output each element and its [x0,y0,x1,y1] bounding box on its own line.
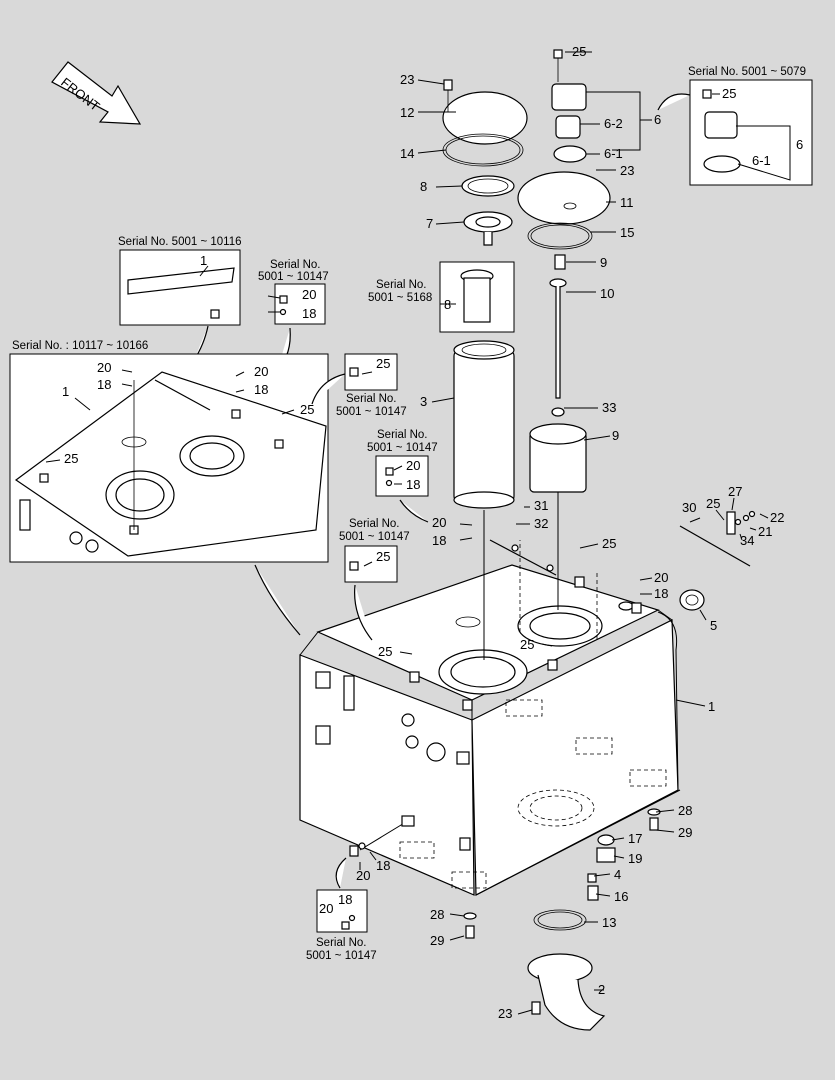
serial-note-mid2-b: 5001 ~ 10147 [367,442,438,454]
callout-20-box-a: 18 [302,306,316,321]
callout-21: 19 [628,851,642,866]
detail-box-27-b [344,545,398,641]
callout-27-box-d: 25 [64,451,78,466]
callout-15: 13 [602,915,616,930]
bottom-parts [349,808,661,1031]
callout-29: 27 [728,484,742,499]
callout-35: 33 [602,400,616,415]
leader-lines [45,51,791,1015]
return-filter-stack [442,79,528,660]
callout-20-right: 18 [654,586,668,601]
callout-1-box-b: 1 [62,384,69,399]
callout-31-bottom: 29 [430,933,444,948]
callout-4: 4 [614,867,621,882]
callout-22-box-f: 20 [406,458,420,473]
serial-note-mid-b: 5001 ~ 10147 [336,406,407,418]
callout-10: 8 [420,179,427,194]
serial-note-bottom-a: Serial No. [316,937,367,949]
detail-box-5001-5079 [657,79,813,186]
detail-box-22-20-bottom [316,857,368,933]
part-5-cap [679,589,705,611]
callout-6: 6 [654,112,661,127]
serial-note-mid2-a: Serial No. [377,429,428,441]
part-8-box [439,261,515,333]
callout-34: 32 [534,516,548,531]
callout-22-box-b: 20 [97,360,111,375]
callout-5: 5 [710,618,717,633]
callout-18: 16 [614,889,628,904]
callout-30-bottom: 28 [430,907,444,922]
callout-36: 34 [740,533,754,548]
callout-26-right: 23 [620,163,634,178]
callout-1-main: 1 [708,699,715,714]
callout-24: 22 [770,510,784,525]
callout-22-right: 20 [654,570,668,585]
callout-1-box-a: 1 [200,253,207,268]
callout-30-right: 28 [678,803,692,818]
callout-2: 2 [598,982,605,997]
callout-26-bottom: 23 [498,1006,512,1021]
front-arrow: FRONT [51,61,142,125]
callout-28: 25 [572,44,586,59]
serial-note-5168-b: 5001 ~ 5168 [368,292,432,304]
callout-9-label: 9 [612,428,619,443]
serial-note-5001-10116: Serial No. 5001 ~ 10116 [118,236,242,248]
callout-25-label: 25 [706,496,720,511]
callout-28-box: 25 [722,86,736,101]
callout-26-top: 23 [400,72,414,87]
callout-20-mid: 18 [432,533,446,548]
callout-27-center: 25 [520,637,534,652]
callout-14: 12 [400,105,414,120]
callout-22-bottom: 20 [356,868,370,883]
callout-27-box-g: 25 [376,549,390,564]
callout-27-box-e: 25 [376,356,390,371]
serial-note-top-a: Serial No. [270,259,321,271]
callout-11: 9 [600,255,607,270]
serial-note-low-b: 5001 ~ 10147 [339,531,410,543]
detail-box-5001-10116 [119,249,241,361]
callout-22-box-c: 20 [254,364,268,379]
callout-8-label: 8 [444,297,451,312]
callout-31-right: 29 [678,825,692,840]
callout-20-box-f: 18 [406,477,420,492]
callout-6-2: 6-2 [604,116,623,131]
callout-6-1-box: 6-1 [752,153,771,168]
callout-16: 14 [400,146,414,161]
callout-20-box-h: 18 [338,892,352,907]
callout-6-box: 6 [796,137,803,152]
callout-22-box-h: 20 [319,901,333,916]
callout-7: 7 [426,216,433,231]
hydraulic-tank [299,539,681,896]
serial-note-5168-a: Serial No. [376,279,427,291]
callout-27-left: 25 [378,644,392,659]
callout-20-box-b: 18 [97,377,111,392]
serial-note-low-a: Serial No. [349,518,400,530]
strainer-stack [517,49,611,610]
callout-labels: 25 23 12 6 6-2 14 6-1 23 8 11 7 15 9 10 … [12,44,806,1021]
serial-note-10117-10166: Serial No. : 10117 ~ 10166 [12,340,148,352]
serial-note-5001-5079: Serial No. 5001 ~ 5079 [688,66,806,78]
callout-33: 31 [534,498,548,513]
serial-note-top-b: 5001 ~ 10147 [258,271,329,283]
callout-12: 10 [600,286,614,301]
detail-box-10117-10166 [9,353,329,636]
callout-23: 21 [758,524,772,539]
detail-box-22-20-mid [375,455,429,523]
parts-29-36 [679,510,756,567]
callout-20-box-c: 18 [254,382,268,397]
callout-20-bottom: 18 [376,858,390,873]
serial-note-mid-a: Serial No. [346,393,397,405]
serial-note-bottom-b: 5001 ~ 10147 [306,950,377,962]
callout-6-1: 6-1 [604,146,623,161]
callout-22-box-a: 20 [302,287,316,302]
callout-17: 15 [620,225,634,240]
callout-3: 3 [420,394,427,409]
callout-32: 30 [682,500,696,515]
callout-27-mid: 25 [602,536,616,551]
callout-22-mid: 20 [432,515,446,530]
callout-13: 11 [620,195,634,210]
callout-19: 17 [628,831,642,846]
callout-27-box-c: 25 [300,402,314,417]
